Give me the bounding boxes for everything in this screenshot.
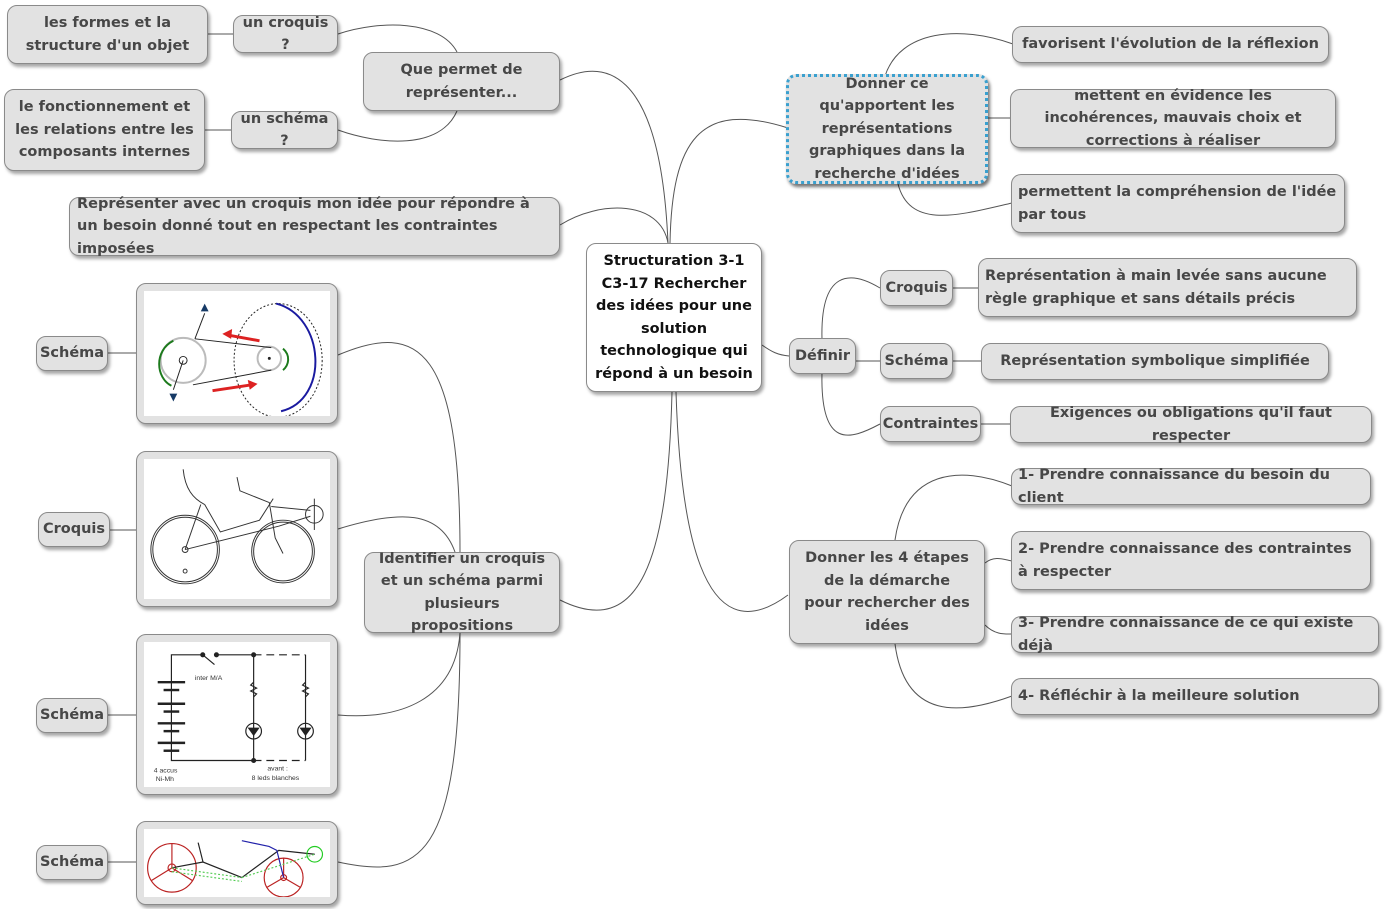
topic-label: Croquis xyxy=(42,521,106,538)
topic-label: Donner les 4 étapes de la démarche pour … xyxy=(804,550,970,634)
topic-label: favorisent l'évolution de la réflexion xyxy=(1022,36,1319,53)
topic-def-schema[interactable]: Schéma xyxy=(880,343,953,379)
definition-contraintes[interactable]: Exigences ou obligations qu'il faut resp… xyxy=(1010,405,1372,444)
topic-label: Exigences ou obligations qu'il faut resp… xyxy=(1050,405,1332,444)
topic-label: les formes et la structure d'un objet xyxy=(25,15,190,54)
central-topic-label: Structuration 3-1 C3-17 Rechercher des i… xyxy=(595,253,753,382)
link-central-definir xyxy=(761,344,790,357)
topic-label: mettent en évidence les incohérences, ma… xyxy=(1044,87,1302,149)
topic-label: un schéma ? xyxy=(240,110,329,150)
link-identifier-img3 xyxy=(337,632,461,717)
link-que-croquis xyxy=(337,24,458,53)
central-topic[interactable]: Structuration 3-1 C3-17 Rechercher des i… xyxy=(586,243,762,392)
topic-apports[interactable]: Donner ce qu'apportent les représentatio… xyxy=(786,74,988,184)
topic-apport-2[interactable]: mettent en évidence les incohérences, ma… xyxy=(1010,88,1336,149)
label-inter: inter M/A xyxy=(195,675,223,682)
label-schema-3[interactable]: Schéma xyxy=(36,845,108,880)
label-nimh: Ni-Mh xyxy=(156,776,174,783)
belt-drive-diagram-icon xyxy=(158,302,323,416)
topic-etape-4[interactable]: 4- Réfléchir à la meilleure solution xyxy=(1011,678,1379,715)
topic-representer[interactable]: Représenter avec un croquis mon idée pou… xyxy=(69,196,560,257)
link-identifier-img4 xyxy=(337,632,461,868)
topic-label: Identifier un croquis et un schéma parmi… xyxy=(378,550,546,635)
topic-label: permettent la compréhension de l'idée pa… xyxy=(1018,184,1337,223)
topic-label: Donner ce qu'apportent les représentatio… xyxy=(808,75,966,182)
label-accus: 4 accus xyxy=(154,767,178,774)
label-croquis[interactable]: Croquis xyxy=(38,512,110,547)
led-circuit-diagram-icon: inter M/A 4 accus Ni-Mh avant : 8 leds b… xyxy=(154,652,314,783)
link-etapes-2 xyxy=(984,558,1013,564)
image-led-circuit[interactable]: inter M/A 4 accus Ni-Mh avant : 8 leds b… xyxy=(136,634,338,795)
image-belt-drive[interactable] xyxy=(136,283,338,424)
topic-definir[interactable]: Définir xyxy=(789,338,856,374)
link-etapes-4 xyxy=(894,643,1013,709)
link-apports-3 xyxy=(897,183,1013,216)
topic-que-permet[interactable]: Que permet de représenter... xyxy=(363,52,560,111)
topic-label: Schéma xyxy=(39,707,105,724)
link-identifier-img1 xyxy=(337,342,461,553)
topic-label: 1- Prendre connaissance du besoin du cli… xyxy=(1018,467,1330,506)
topic-label: Que permet de représenter... xyxy=(400,62,523,101)
link-central-que xyxy=(559,70,669,244)
link-central-representer xyxy=(559,207,669,244)
topic-identifier[interactable]: Identifier un croquis et un schéma parmi… xyxy=(364,551,560,634)
link-identifier-img2 xyxy=(337,516,456,553)
topic-label: Représentation symbolique simplifiée xyxy=(1000,353,1310,370)
topic-label: 3- Prendre connaissance de ce qui existe… xyxy=(1018,615,1354,654)
link-etapes-1 xyxy=(894,474,1013,541)
topic-label: le fonctionnement et les relations entre… xyxy=(15,99,194,161)
topic-label: Représenter avec un croquis mon idée pou… xyxy=(77,195,530,257)
definition-schema[interactable]: Représentation symbolique simplifiée xyxy=(981,343,1329,380)
topic-label: Schéma xyxy=(39,345,105,362)
topic-formes-structure[interactable]: les formes et la structure d'un objet xyxy=(7,5,208,64)
topic-un-croquis[interactable]: un croquis ? xyxy=(233,15,338,53)
link-definir-croquis xyxy=(821,277,881,341)
topic-label: un croquis ? xyxy=(242,14,329,54)
link-central-apports xyxy=(669,118,789,244)
topic-un-schema[interactable]: un schéma ? xyxy=(231,111,338,149)
topic-apport-1[interactable]: favorisent l'évolution de la réflexion xyxy=(1012,26,1329,63)
topic-label: Représentation à main levée sans aucune … xyxy=(985,268,1327,307)
topic-def-contraintes[interactable]: Contraintes xyxy=(880,406,981,442)
label-schema-2[interactable]: Schéma xyxy=(36,698,108,733)
link-etapes-3 xyxy=(984,624,1013,635)
definition-croquis[interactable]: Représentation à main levée sans aucune … xyxy=(978,258,1357,317)
topic-label: Croquis xyxy=(885,279,948,296)
topic-label: Contraintes xyxy=(882,415,979,432)
topic-etape-2[interactable]: 2- Prendre connaissance des contraintes … xyxy=(1011,531,1371,590)
topic-label: Définir xyxy=(794,347,851,364)
link-definir-contraintes xyxy=(821,371,881,436)
link-apports-1 xyxy=(884,33,1014,77)
image-bike-kinematic[interactable] xyxy=(136,821,338,905)
link-central-identifier xyxy=(559,391,673,611)
bike-kinematic-diagram-icon xyxy=(147,840,324,897)
topic-label: Schéma xyxy=(39,854,105,871)
label-schema-1[interactable]: Schéma xyxy=(36,336,108,371)
link-central-etapes xyxy=(675,391,789,612)
topic-fonctionnement-relations[interactable]: le fonctionnement et les relations entre… xyxy=(4,89,205,171)
topic-def-croquis[interactable]: Croquis xyxy=(880,270,953,306)
topic-label: 4- Réfléchir à la meilleure solution xyxy=(1018,688,1300,705)
topic-etape-1[interactable]: 1- Prendre connaissance du besoin du cli… xyxy=(1011,467,1371,506)
topic-etape-3[interactable]: 3- Prendre connaissance de ce qui existe… xyxy=(1011,615,1379,654)
label-avant: avant : xyxy=(267,765,288,772)
link-que-schema xyxy=(337,110,458,142)
topic-etapes[interactable]: Donner les 4 étapes de la démarche pour … xyxy=(789,540,985,644)
image-recumbent-sketch[interactable] xyxy=(136,451,338,607)
topic-label: Schéma xyxy=(884,352,949,369)
topic-apport-3[interactable]: permettent la compréhension de l'idée pa… xyxy=(1011,174,1345,233)
recumbent-bike-sketch-icon xyxy=(150,469,324,585)
label-leds: 8 leds blanches xyxy=(252,775,300,782)
topic-label: 2- Prendre connaissance des contraintes … xyxy=(1018,541,1352,580)
